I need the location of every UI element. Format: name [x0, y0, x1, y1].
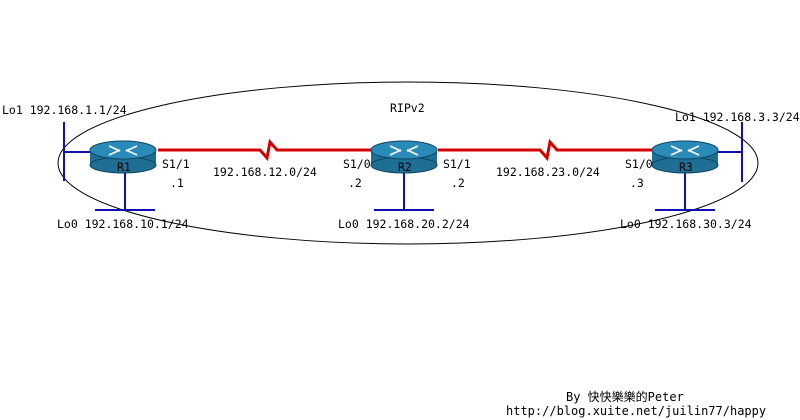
router-arrows-icon — [389, 145, 419, 156]
link-r1-r2-network: 192.168.12.0/24 — [213, 165, 317, 179]
r2-s11-host: .2 — [451, 176, 465, 190]
r2-s11-iface: S1/1 — [443, 157, 471, 171]
router-r2[interactable] — [370, 140, 438, 174]
r2-lo0-label: Lo0 192.168.20.2/24 — [338, 217, 470, 231]
r3-s10-iface: S1/0 — [625, 157, 653, 171]
r1-s11-host: .1 — [170, 176, 184, 190]
r3-name: R3 — [679, 160, 693, 174]
router-r3[interactable] — [651, 140, 719, 174]
r1-lo1-label: Lo1 192.168.1.1/24 — [2, 103, 127, 117]
router-arrows-icon — [108, 145, 138, 156]
credit-url[interactable]: http://blog.xuite.net/juilin77/happy — [506, 404, 767, 418]
r2-s10-iface: S1/0 — [343, 157, 371, 171]
r3-s10-host: .3 — [630, 176, 644, 190]
protocol-label: RIPv2 — [390, 101, 425, 115]
router-r1[interactable] — [89, 140, 157, 174]
r3-lo1-label: Lo1 192.168.3.3/24 — [675, 110, 800, 124]
serial-link-r1-r2 — [158, 138, 372, 162]
rip-domain-boundary — [57, 81, 759, 245]
r1-s11-iface: S1/1 — [162, 157, 190, 171]
serial-links — [158, 138, 652, 162]
r2-name: R2 — [398, 160, 412, 174]
serial-link-r2-r3 — [438, 138, 652, 162]
r2-s10-host: .2 — [348, 176, 362, 190]
credit-author: By 快快樂樂的Peter — [566, 390, 684, 404]
r1-lo0-label: Lo0 192.168.10.1/24 — [57, 217, 189, 231]
r3-lo0-label: Lo0 192.168.30.3/24 — [620, 217, 752, 231]
link-r2-r3-network: 192.168.23.0/24 — [496, 165, 600, 179]
r1-name: R1 — [117, 160, 131, 174]
router-arrows-icon — [670, 145, 700, 156]
